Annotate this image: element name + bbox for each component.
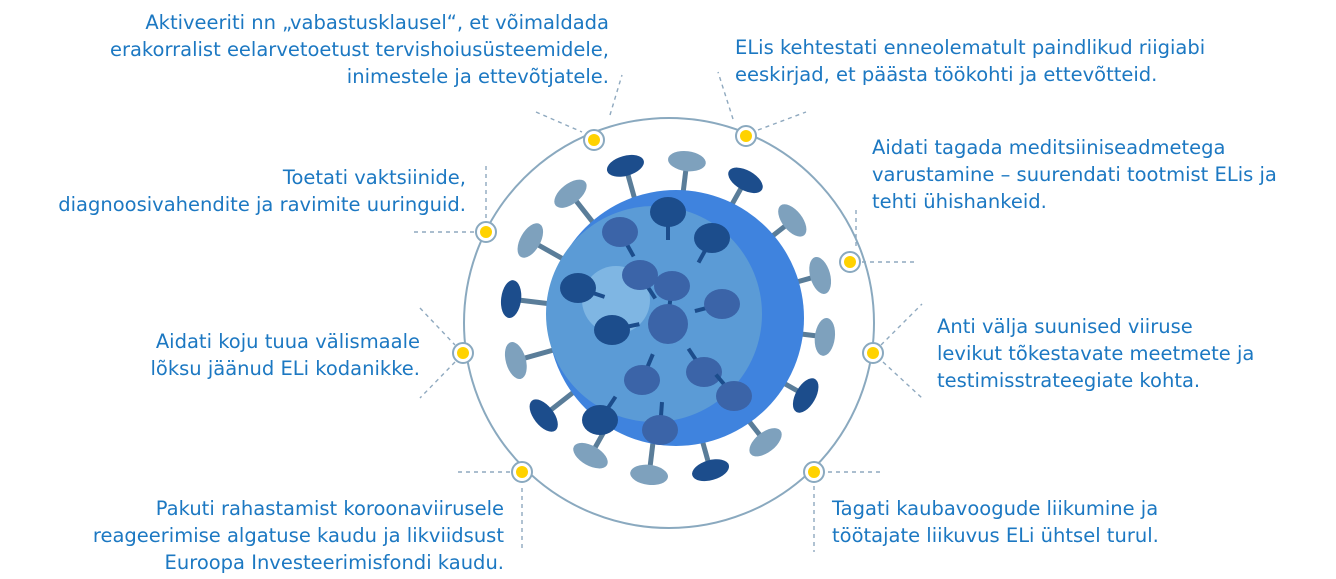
label-line: varustamine – suurendati tootmist ELis j… (872, 163, 1277, 186)
connector-top-right-b (757, 111, 807, 131)
label-line: Toetati vaktsiinide, (282, 166, 466, 189)
connector-top-left-a (535, 111, 583, 133)
inner-spike-head (654, 271, 690, 301)
spike-head (529, 399, 558, 432)
inner-spike-head (594, 315, 630, 345)
connector-middle-right-b (882, 361, 923, 399)
yellow-dot-icon (475, 221, 497, 243)
orbit-ring-icon (463, 117, 875, 529)
spike-head (504, 342, 527, 380)
connector-lines (414, 71, 923, 552)
spike-head (630, 464, 668, 486)
label-middle-right: Anti välja suunised viiruse levikut tõke… (937, 313, 1254, 394)
virus-inner-spikes (560, 197, 752, 445)
inner-spike-head (602, 217, 638, 247)
label-line: erakorralist eelarvetoetust tervishoiusü… (109, 38, 609, 61)
yellow-dot-icon (583, 129, 605, 151)
connector-middle-right-a (880, 303, 923, 346)
inner-spike-head (716, 381, 752, 411)
label-top-right: ELis kehtestati enneolematult paindlikud… (735, 34, 1205, 88)
yellow-dot-icon (452, 342, 474, 364)
yellow-dot-icon (803, 461, 825, 483)
spike-head (554, 179, 587, 208)
yellow-dot-icon (735, 125, 757, 147)
connector-top-left-b (609, 74, 623, 116)
label-line: töötajate liikuvus ELi ühtsel turul. (832, 524, 1159, 547)
label-top-left: Aktiveeriti nn „vabastusklausel“, et või… (110, 9, 609, 90)
inner-spike-head (582, 405, 618, 435)
label-line: Aidati koju tuua välismaale (155, 330, 420, 353)
label-line: testimisstrateegiate kohta. (937, 369, 1201, 392)
spike-head (573, 442, 608, 469)
label-line: reageerimise algatuse kaudu ja likviidsu… (92, 524, 504, 547)
inner-spike-head (650, 197, 686, 227)
label-line: Aidati tagada meditsiiniseadmetega (872, 136, 1226, 159)
label-line: Tagati kaubavoogude liikumine ja (832, 497, 1159, 520)
marker-dots (452, 125, 884, 483)
spike-head (728, 167, 763, 194)
label-line: ELis kehtestati enneolematult paindlikud… (735, 36, 1206, 59)
label-upper-right: Aidati tagada meditsiiniseadmetega varus… (872, 134, 1277, 215)
label-line: lõksu jäänud ELi kodanikke. (150, 357, 421, 380)
label-line: Anti välja suunised viiruse (937, 315, 1193, 338)
connector-middle-left-a (419, 307, 456, 346)
inner-spike-head (560, 273, 596, 303)
label-line: Pakuti rahastamist koroonaviirusele (155, 497, 504, 520)
label-line: diagnoosivahendite ja ravimite uuringuid… (58, 193, 466, 216)
label-line: tehti ühishankeid. (872, 190, 1047, 213)
spike-head (814, 318, 836, 356)
spike-head (692, 459, 730, 482)
spike-head (606, 154, 644, 177)
inner-spike-head (622, 260, 658, 290)
label-line: eeskirjad, et päästa töökohti ja ettevõt… (735, 63, 1158, 86)
label-line: inimestele ja ettevõtjatele. (346, 65, 609, 88)
inner-spike-head (704, 289, 740, 319)
connector-top-right-a (717, 71, 734, 120)
inner-spike-head (624, 365, 660, 395)
spike-head (668, 150, 706, 172)
label-middle-left: Aidati koju tuua välismaale lõksu jäänud… (151, 328, 421, 382)
spike-head (778, 204, 807, 237)
virus-core (648, 304, 688, 344)
spike-head (749, 428, 782, 457)
yellow-dot-icon (862, 342, 884, 364)
label-line: Aktiveeriti nn „vabastusklausel“, et või… (145, 11, 609, 34)
connector-middle-left-b (419, 361, 456, 399)
label-bottom-left: Pakuti rahastamist koroonaviirusele reag… (93, 495, 504, 576)
label-bottom-right: Tagati kaubavoogude liikumine ja töötaja… (832, 495, 1159, 549)
label-upper-left: Toetati vaktsiinide, diagnoosivahendite … (58, 164, 466, 218)
yellow-dot-icon (839, 251, 861, 273)
coronavirus-icon (500, 150, 836, 486)
label-line: Euroopa Investeerimisfondi kaudu. (164, 551, 504, 574)
spike-head (792, 378, 819, 413)
spike-head (809, 256, 832, 294)
spike-head (500, 280, 522, 318)
spike-head (517, 223, 544, 258)
yellow-dot-icon (511, 461, 533, 483)
label-line: levikut tõkestavate meetmete ja (937, 342, 1255, 365)
inner-spike-head (686, 357, 722, 387)
inner-spike-head (694, 223, 730, 253)
inner-spike-head (642, 415, 678, 445)
